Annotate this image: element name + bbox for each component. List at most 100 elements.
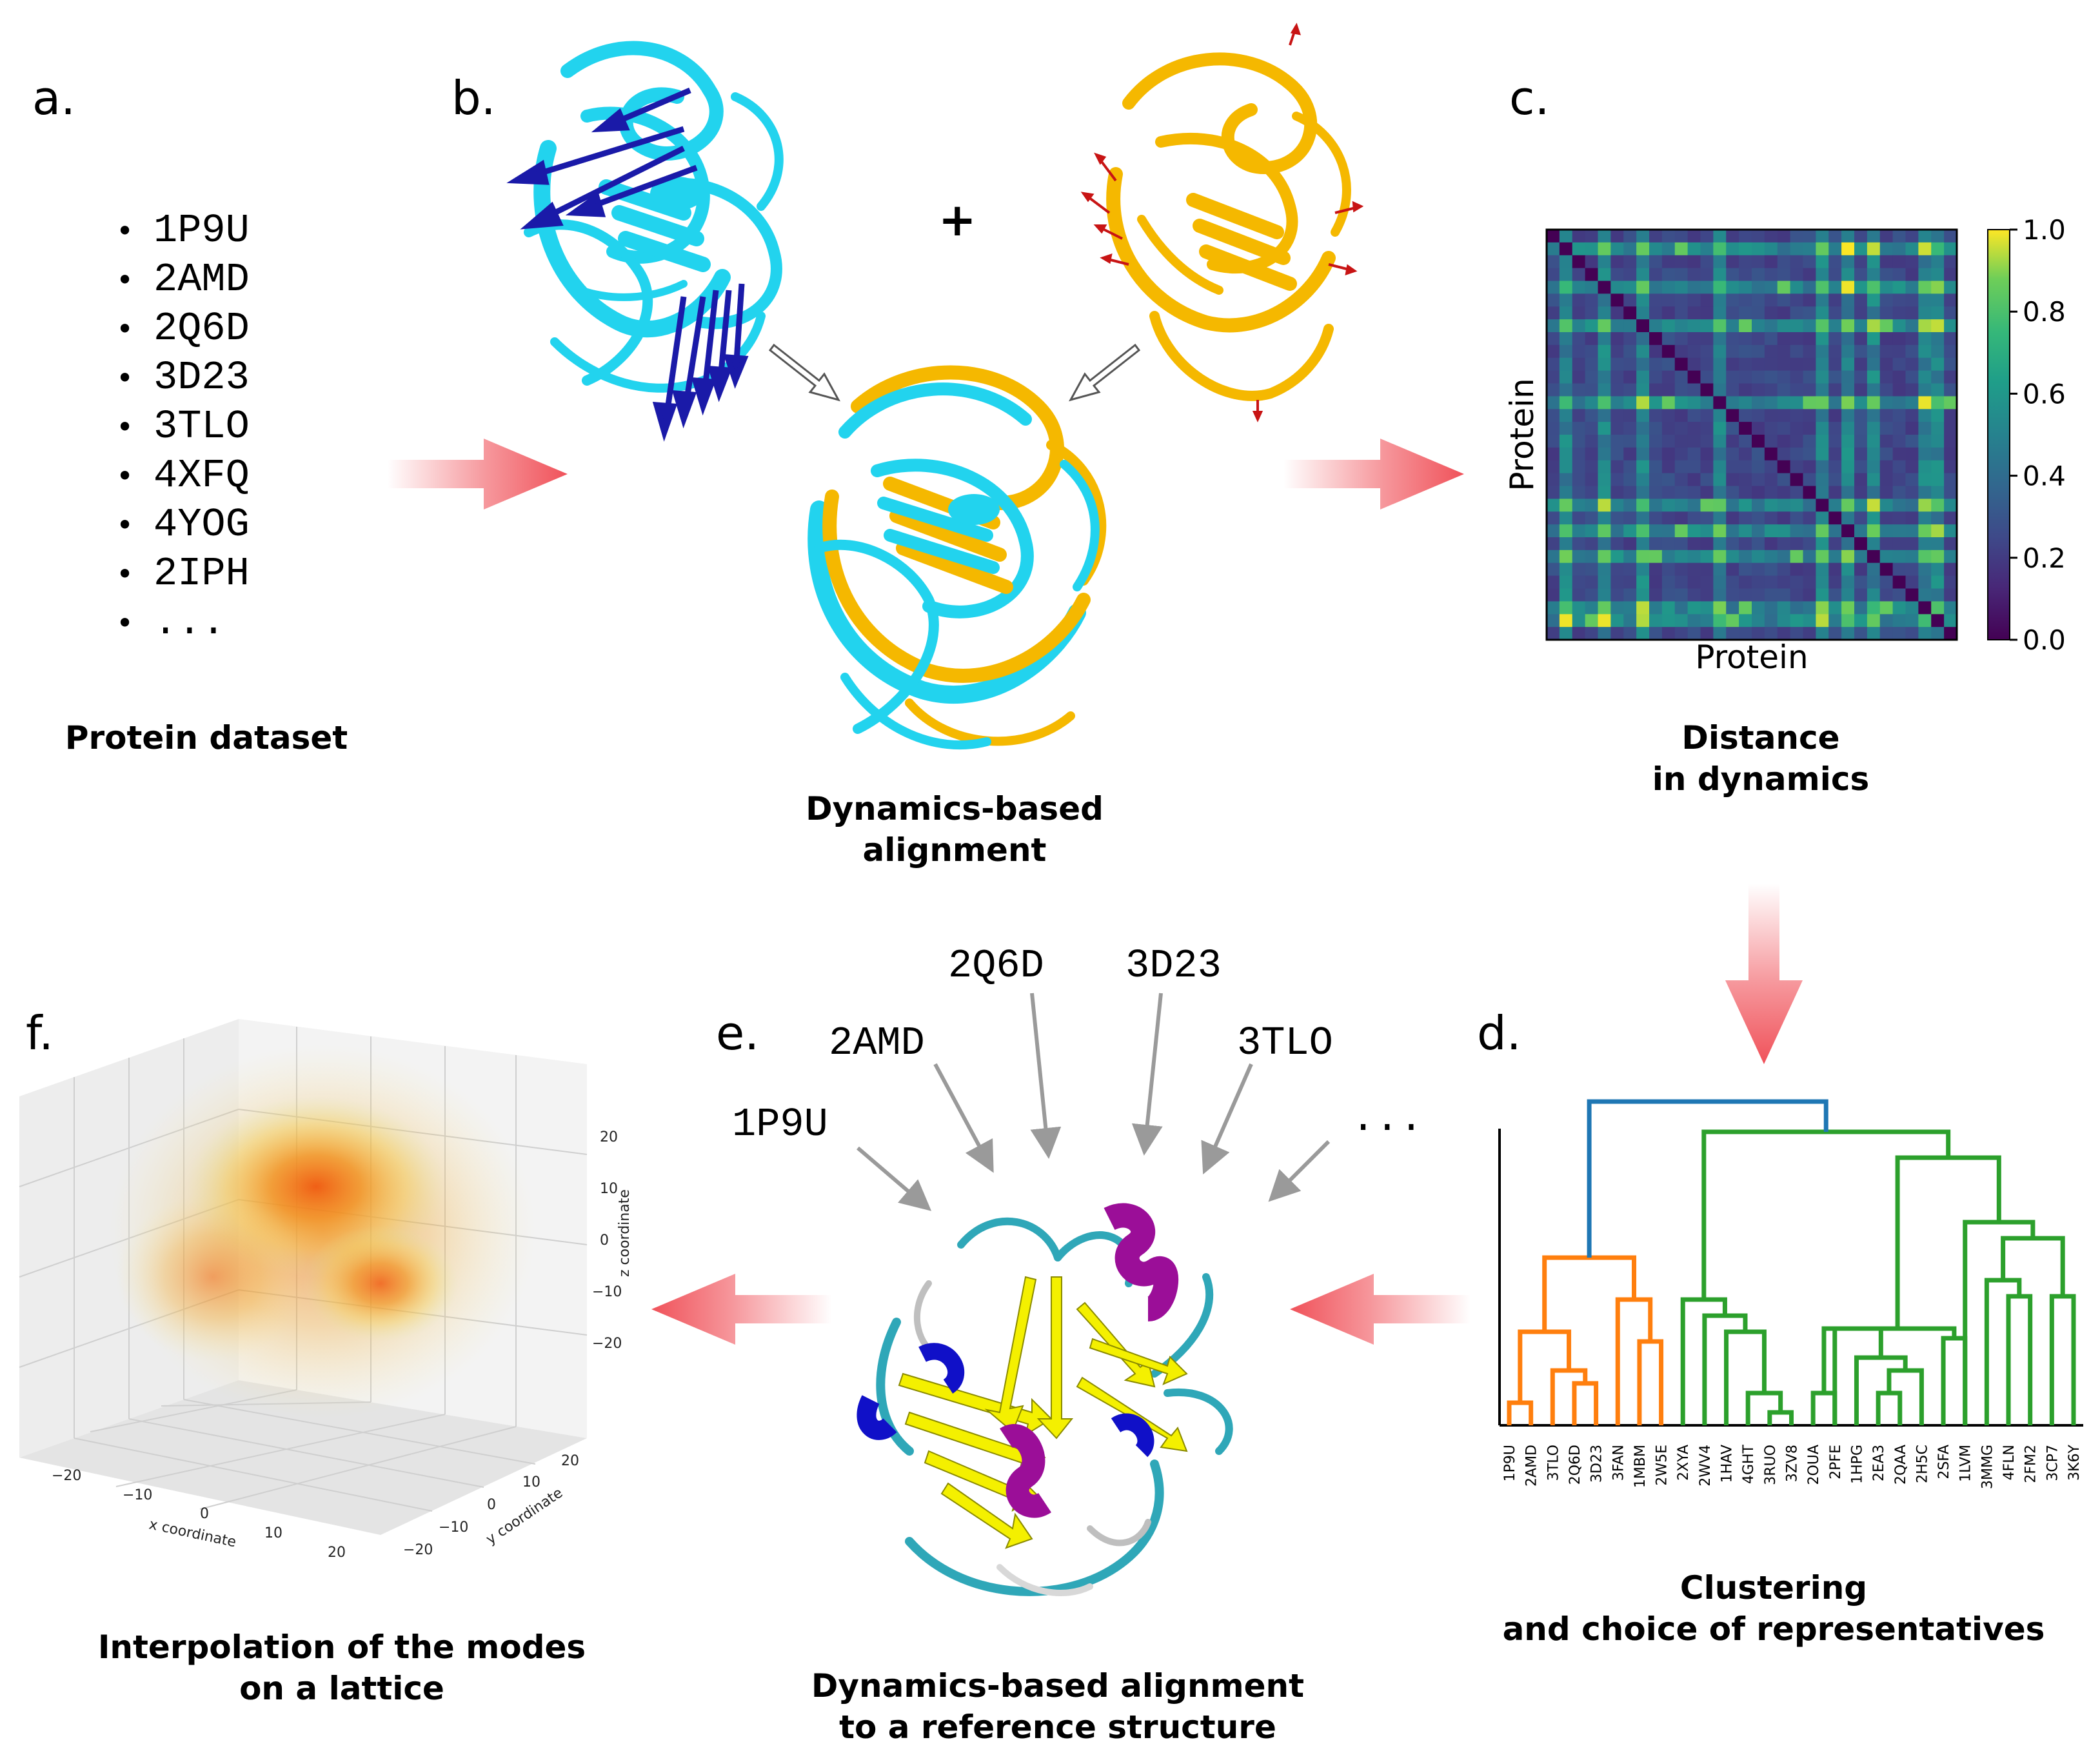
heatmap-cell xyxy=(1739,627,1752,640)
heatmap-cell xyxy=(1636,447,1650,461)
heatmap-cell xyxy=(1892,435,1906,448)
heatmap-cell xyxy=(1854,575,1868,589)
heatmap-cell xyxy=(1636,575,1650,589)
heatmap-cell xyxy=(1944,281,1957,294)
heatmap-cell xyxy=(1700,435,1714,448)
heatmap-cell xyxy=(1739,383,1752,397)
heatmap-cell xyxy=(1572,627,1586,640)
heatmap-cell xyxy=(1828,627,1842,640)
heatmap-cell xyxy=(1713,306,1727,320)
heatmap-cell xyxy=(1598,601,1611,615)
heatmap-cell xyxy=(1931,435,1945,448)
heatmap-cell xyxy=(1764,511,1778,525)
heatmap-cell xyxy=(1585,614,1598,628)
heatmap-cell xyxy=(1764,242,1778,256)
heatmap-cell xyxy=(1892,601,1906,615)
heatmap-cell xyxy=(1661,409,1676,422)
heatmap-cell xyxy=(1713,268,1727,281)
heatmap-cell xyxy=(1739,486,1752,499)
pointer-arrow-3d23 xyxy=(1131,993,1163,1156)
heatmap-cell xyxy=(1739,460,1752,474)
heatmap-cell xyxy=(1636,255,1650,269)
dendrogram-link xyxy=(1984,1278,2022,1425)
heatmap-cell xyxy=(1892,357,1906,371)
flow-arrow-b-c xyxy=(1283,439,1464,509)
heatmap-cell xyxy=(1559,447,1573,461)
heatmap-cell xyxy=(1726,230,1739,243)
heatmap-cell xyxy=(1752,486,1765,499)
heatmap-cell xyxy=(1803,357,1816,371)
heatmap-cell xyxy=(1931,306,1945,320)
heatmap-cell xyxy=(1623,281,1637,294)
dendrogram-leaf-label: 3K6Y xyxy=(2066,1444,2083,1480)
colorbar xyxy=(1987,229,2010,640)
heatmap-cell xyxy=(1905,319,1919,333)
heatmap-cell xyxy=(1764,281,1778,294)
heatmap-cell xyxy=(1764,332,1778,346)
heatmap-cell xyxy=(1867,575,1881,589)
heatmap-cell xyxy=(1623,524,1637,538)
heatmap-cell xyxy=(1713,370,1727,384)
heatmap-cell xyxy=(1867,319,1881,333)
heatmap-cell xyxy=(1547,319,1560,333)
heatmap-cell xyxy=(1944,422,1957,435)
heatmap-cell xyxy=(1944,537,1957,551)
heatmap-cell xyxy=(1828,473,1842,486)
heatmap-cell xyxy=(1687,293,1701,307)
heatmap-cell xyxy=(1931,268,1945,281)
pointer-label-3d23: 3D23 xyxy=(1125,943,1222,989)
dendrogram-links xyxy=(1507,1099,2076,1425)
heatmap-cell xyxy=(1726,293,1739,307)
heatmap-cell xyxy=(1828,511,1842,525)
heatmap-cell xyxy=(1547,332,1560,346)
heatmap-cell xyxy=(1726,409,1739,422)
pdb-id-item: •4XFQ xyxy=(116,451,250,500)
heatmap-cell xyxy=(1790,422,1803,435)
heatmap-cell xyxy=(1828,460,1842,474)
heatmap-cell xyxy=(1879,524,1894,538)
heatmap-cell xyxy=(1547,435,1560,448)
heatmap-cell xyxy=(1547,575,1560,589)
heatmap-cell xyxy=(1559,524,1573,538)
heatmap-cell xyxy=(1585,281,1598,294)
heatmap-cell xyxy=(1764,460,1778,474)
heatmap-cell xyxy=(1777,344,1791,359)
heatmap-cell xyxy=(1905,409,1919,422)
heatmap-cell xyxy=(1764,409,1778,422)
heatmap-cell xyxy=(1572,357,1586,371)
heatmap-cell xyxy=(1559,588,1573,602)
heatmap-cell xyxy=(1623,435,1637,448)
panel-a-caption: Protein dataset xyxy=(64,719,348,757)
heatmap-cell xyxy=(1687,383,1701,397)
heatmap-cell xyxy=(1585,601,1598,615)
heatmap-cell xyxy=(1931,422,1945,435)
heatmap-cell xyxy=(1752,447,1765,461)
heatmap-cell xyxy=(1661,473,1676,486)
heatmap-cell xyxy=(1752,306,1765,320)
heatmap-cell xyxy=(1790,230,1803,243)
dendrogram-link xyxy=(1550,1368,1588,1425)
heatmap-cell xyxy=(1726,524,1739,538)
heatmap-cell xyxy=(1828,562,1842,577)
heatmap-cell xyxy=(1739,332,1752,346)
heatmap-cell xyxy=(1867,588,1881,602)
panel-b-caption-line1: Dynamics-based xyxy=(806,790,1104,827)
heatmap-cell xyxy=(1867,255,1881,269)
heatmap-cell xyxy=(1572,383,1586,397)
pdb-id-item: •2AMD xyxy=(116,255,250,304)
heatmap-cell xyxy=(1764,422,1778,435)
heatmap-cell xyxy=(1918,306,1932,320)
heatmap-cell xyxy=(1726,473,1739,486)
heatmap-cell xyxy=(1918,447,1932,461)
heatmap-cell xyxy=(1585,627,1598,640)
heatmap-cell xyxy=(1649,473,1663,486)
heatmap-cell xyxy=(1610,562,1624,577)
heatmap-cell xyxy=(1918,319,1932,333)
colorbar-tick-label: 0.6 xyxy=(2023,378,2066,410)
heatmap-cell xyxy=(1547,281,1560,294)
protein-cyan-structure xyxy=(506,41,784,442)
heatmap-cell xyxy=(1777,242,1791,256)
heatmap-cell xyxy=(1585,460,1598,474)
heatmap-cell xyxy=(1879,293,1894,307)
